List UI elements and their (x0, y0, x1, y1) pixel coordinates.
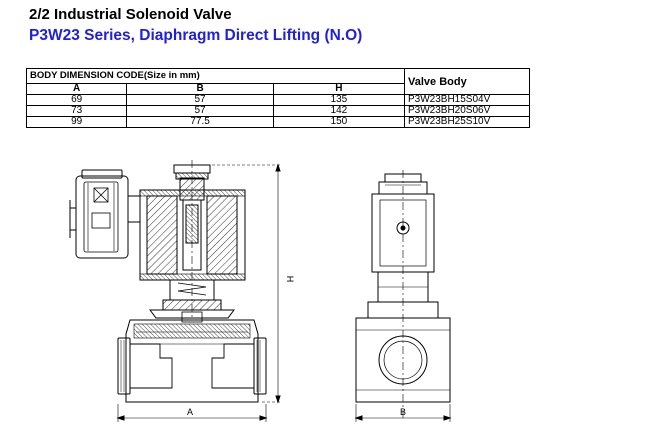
dimension-b-label: B (400, 407, 406, 417)
table-header-row: BODY DIMENSION CODE(Size in mm) Valve Bo… (26, 68, 530, 95)
cell-h: 150 (272, 116, 406, 128)
front-section-view (69, 160, 282, 422)
connector-box (69, 169, 140, 259)
valve-body-front (117, 319, 267, 403)
dimension-h (212, 163, 282, 404)
dimension-a (116, 404, 268, 422)
dimension-b (354, 404, 452, 422)
cell-model: P3W23BH25S10V (404, 116, 530, 128)
side-base (367, 170, 439, 420)
side-body (355, 317, 451, 403)
table-row: 73 57 142 P3W23BH20S06V (25, 105, 530, 117)
page-title: 2/2 Industrial Solenoid Valve (29, 6, 232, 23)
plunger-assembly (149, 279, 235, 323)
table-row: 99 77.5 150 P3W23BH25S10V (25, 116, 530, 128)
dimension-code-header: BODY DIMENSION CODE(Size in mm) (26, 68, 405, 84)
side-view (354, 170, 452, 422)
dimension-a-label: A (187, 407, 193, 417)
cell-a: 99 (25, 116, 128, 128)
page-subtitle: P3W23 Series, Diaphragm Direct Lifting (… (29, 27, 363, 44)
dimension-h-label: H (285, 276, 295, 283)
dimension-table: BODY DIMENSION CODE(Size in mm) Valve Bo… (25, 68, 530, 128)
valve-body-header: Valve Body (404, 68, 530, 95)
armature-tube (173, 160, 211, 320)
